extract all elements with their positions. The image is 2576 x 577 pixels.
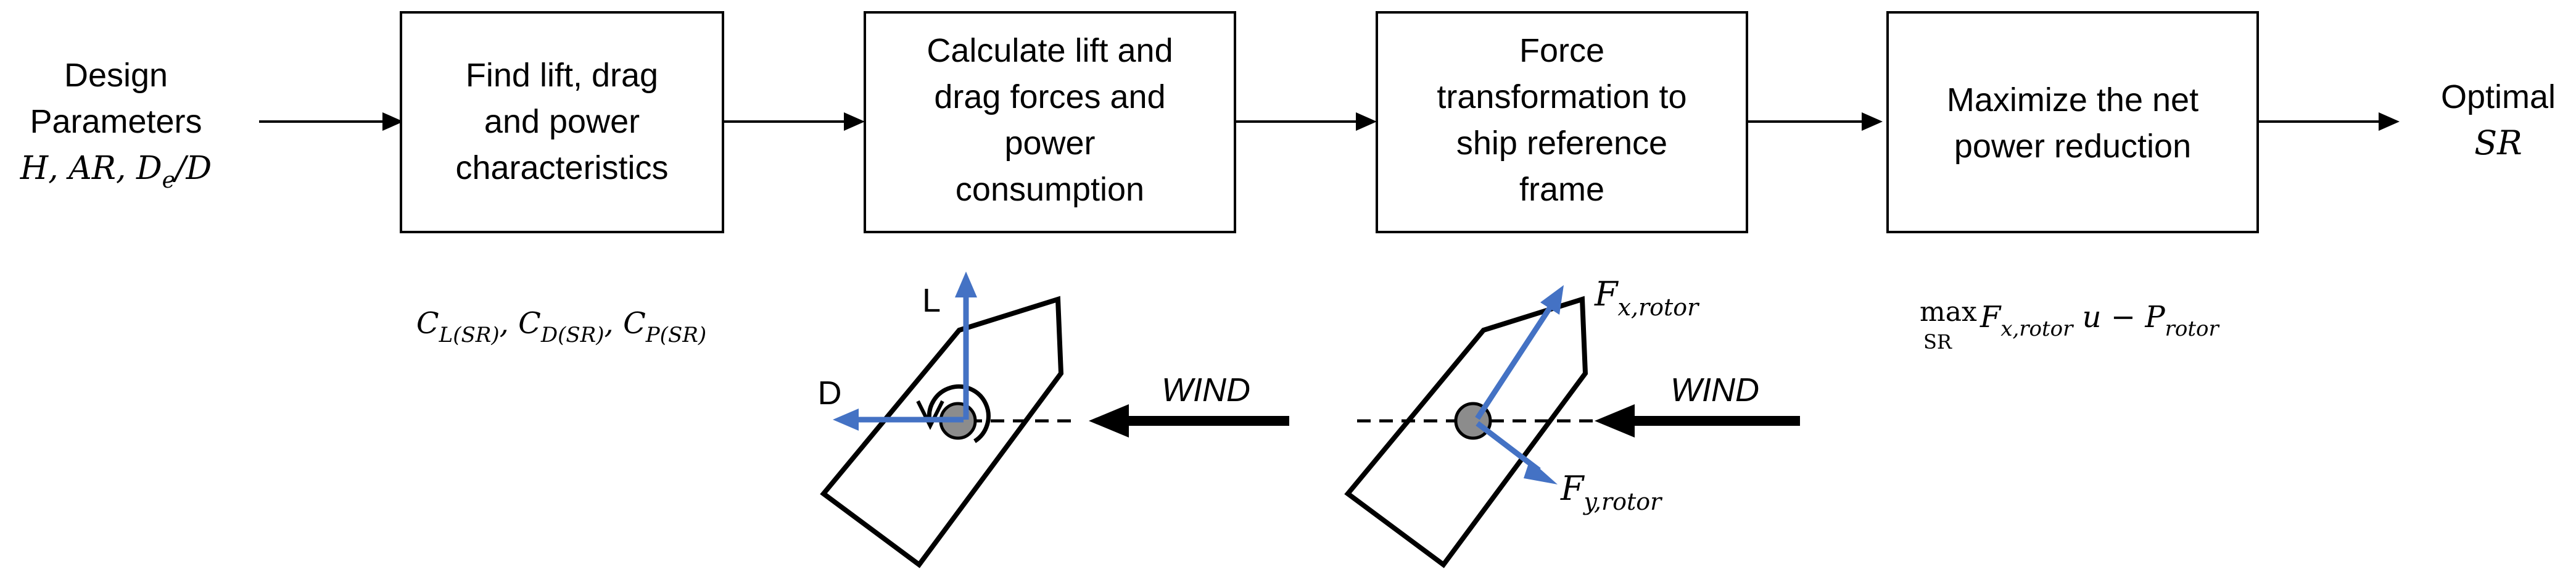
step3-line2: transformation to: [1437, 78, 1686, 115]
step-box-find-characteristics: Find lift, drag and power characteristic…: [400, 11, 724, 233]
fx-arrowhead: [1540, 285, 1564, 315]
wind-arrowhead-right: [1595, 404, 1635, 438]
arrowhead-step2: [844, 112, 865, 131]
svg-text:Fx,rotor u − Protor: Fx,rotor u − Protor: [1979, 300, 2219, 341]
fx-label: Fx,rotor: [1594, 275, 1700, 321]
design-label-line1: Design: [64, 57, 168, 94]
drag-label: D: [818, 375, 842, 412]
step2-line3: power: [1004, 125, 1095, 162]
step3-line3: ship reference: [1456, 125, 1667, 162]
coefficients-annotation: CL(SR), CD(SR), CP(SR): [416, 306, 706, 347]
output-line2: SR: [2474, 123, 2522, 162]
wind-arrowhead-left: [1089, 404, 1129, 438]
svg-text:max: max: [1920, 296, 1977, 328]
optimal-sr-label: Optimal SR: [2441, 78, 2556, 162]
arrowhead-step4: [1862, 112, 1883, 131]
rotation-arrowhead: [916, 400, 944, 430]
step3-line4: frame: [1519, 171, 1604, 208]
fy-label: Fy,rotor: [1560, 469, 1663, 515]
step4-line1: Maximize the net: [1947, 81, 2198, 118]
wind-label-left: WIND: [1162, 372, 1250, 409]
ship-hull-left: [820, 296, 1064, 568]
step2-line4: consumption: [956, 171, 1144, 208]
step1-line1: Find lift, drag: [466, 57, 658, 94]
fx-vector: [1475, 304, 1554, 420]
output-line1: Optimal: [2441, 78, 2556, 115]
step1-line2: and power: [484, 103, 640, 140]
arrowhead-step1: [382, 112, 403, 131]
step3-line1: Force: [1519, 32, 1604, 69]
step2-line2: drag forces and: [934, 78, 1165, 115]
svg-text:SR: SR: [1923, 330, 1952, 354]
lift-arrowhead: [955, 272, 977, 297]
step2-line1: Calculate lift and: [927, 32, 1173, 69]
step4-line2: power reduction: [1954, 128, 2191, 165]
design-label-line2: Parameters: [30, 103, 202, 140]
fy-vector: [1476, 421, 1541, 473]
step-box-force-transformation: Force transformation to ship reference f…: [1376, 11, 1748, 233]
step1-line3: characteristics: [455, 149, 668, 186]
ship-diagram-forces: Fx,rotor Fy,rotor WIND: [1344, 275, 1800, 568]
design-parameters-label: Design Parameters H, AR, De/D: [20, 57, 212, 193]
wind-label-right: WIND: [1670, 372, 1759, 409]
drag-arrowhead: [833, 409, 859, 431]
step-box-calculate-forces: Calculate lift and drag forces and power…: [864, 11, 1236, 233]
step-box-maximize-reduction: Maximize the net power reduction: [1886, 11, 2259, 233]
objective-annotation: max SR Fx,rotor u − Protor: [1920, 296, 2219, 354]
arrowhead-output: [2379, 112, 2400, 131]
ship-diagram-lift-drag: L D WIND: [818, 272, 1289, 568]
design-parameters-symbols: H, AR, De/D: [20, 150, 212, 193]
flow-arrows: [259, 112, 2400, 131]
fy-arrowhead: [1524, 460, 1558, 484]
lift-label: L: [922, 282, 941, 319]
rotation-arc: [927, 384, 991, 443]
arrowhead-step3: [1356, 112, 1377, 131]
